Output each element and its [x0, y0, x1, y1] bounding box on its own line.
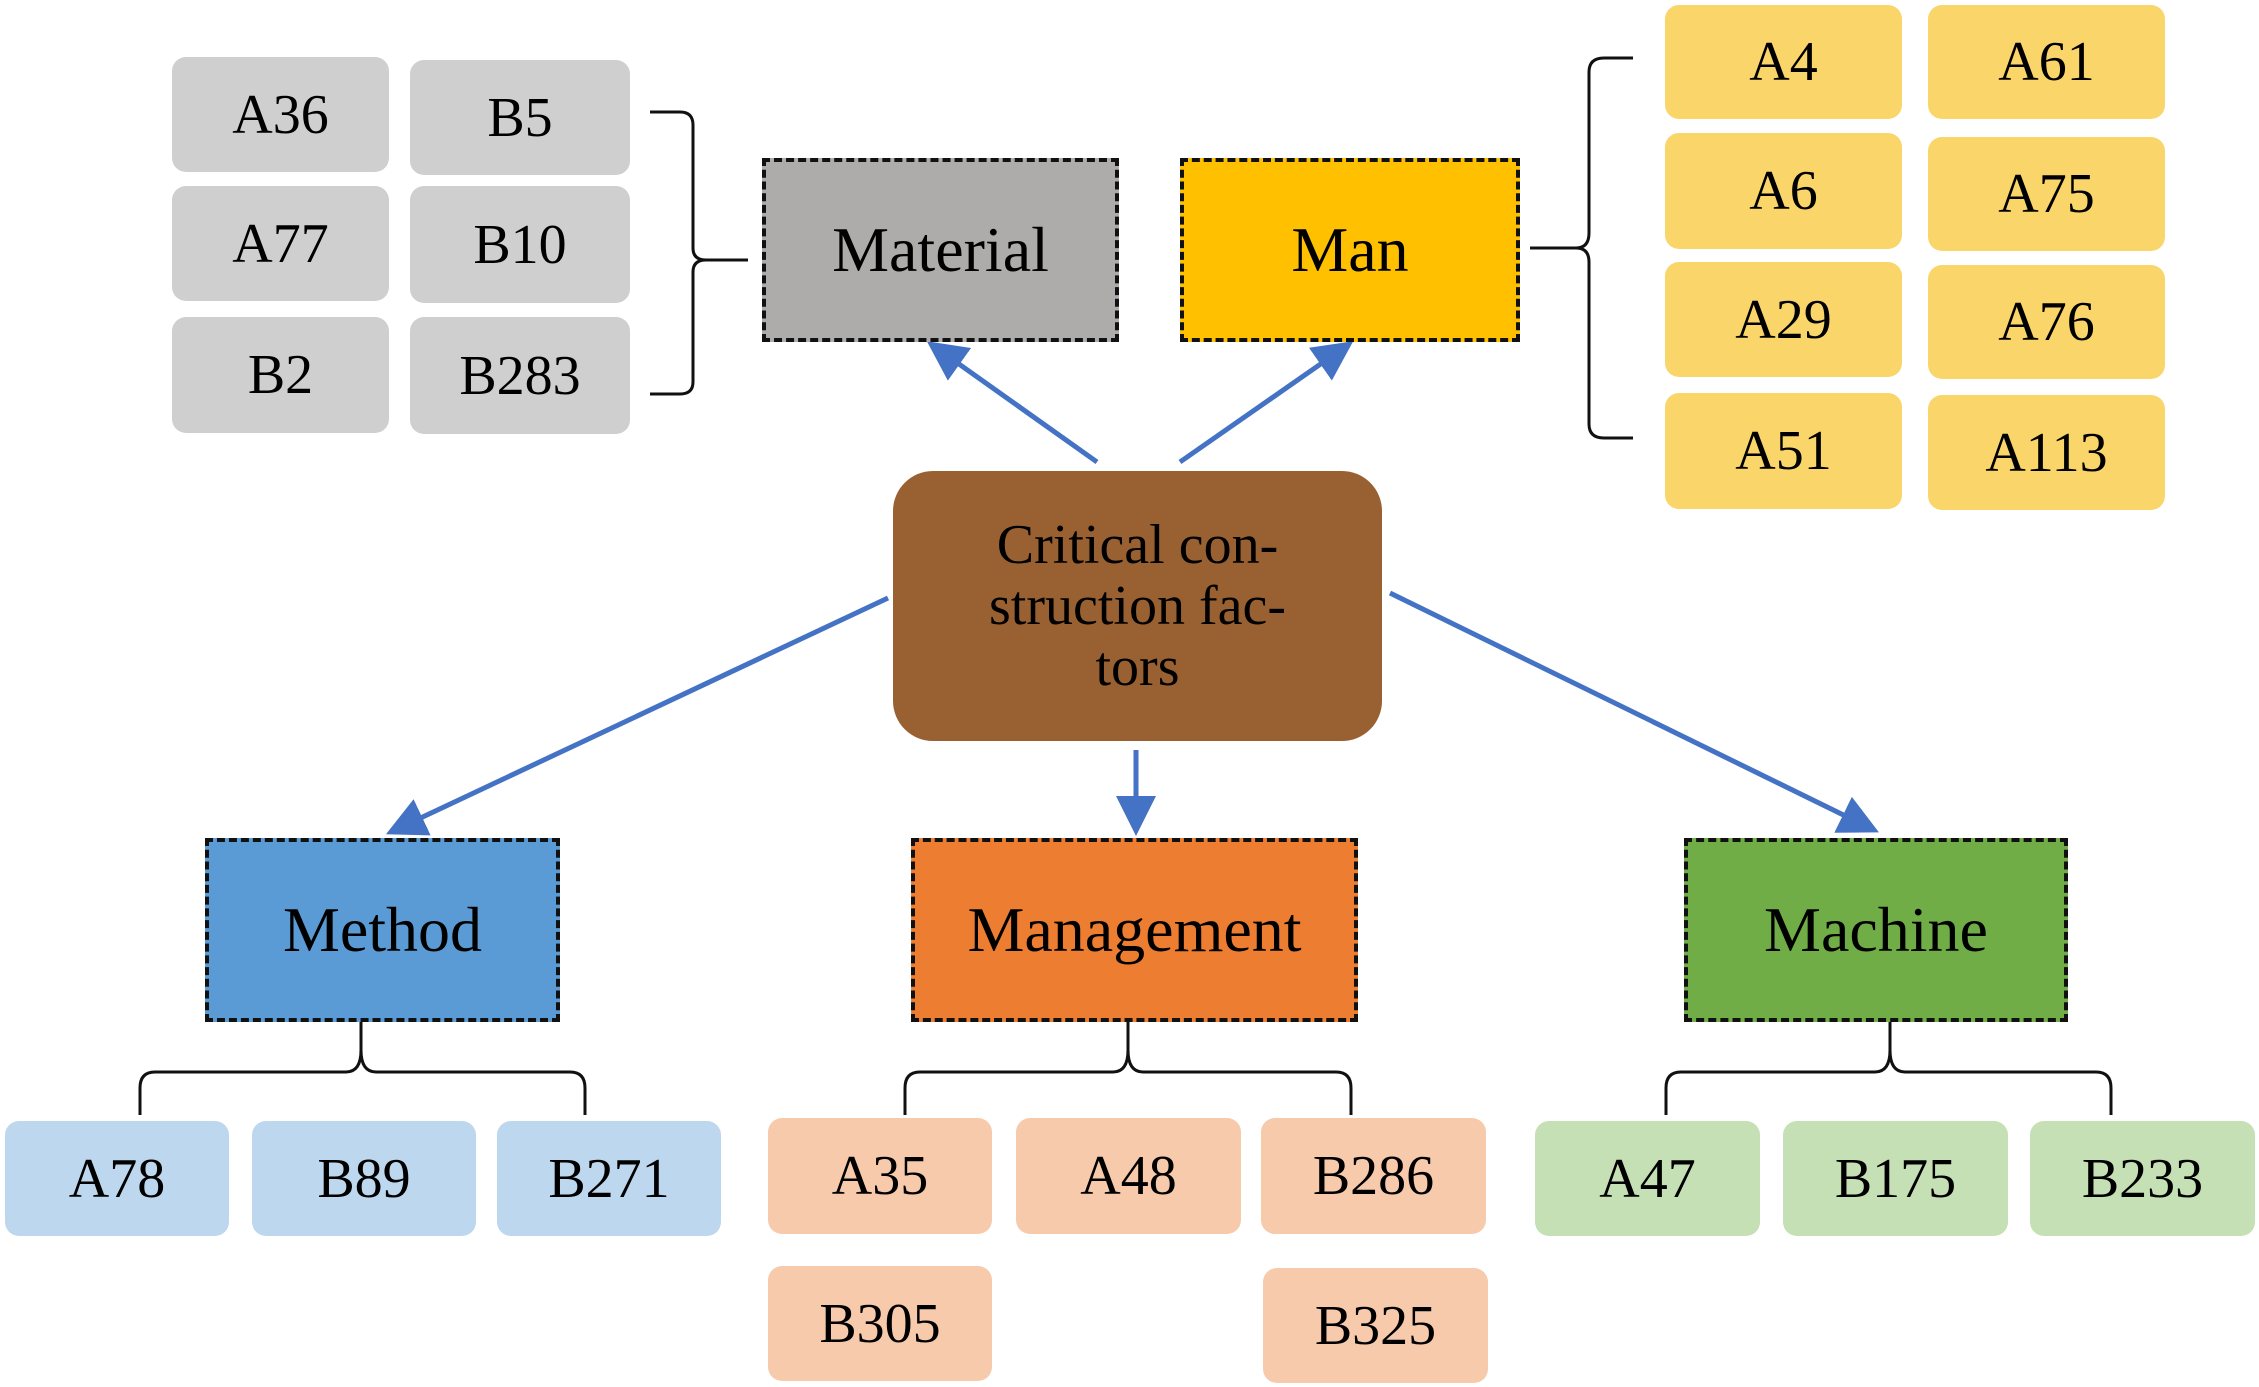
method-bracket: [138, 1022, 587, 1115]
category-machine-label: Machine: [1764, 894, 1988, 965]
category-man-label: Man: [1291, 214, 1409, 285]
material-item: A77: [172, 186, 389, 301]
arrow-to-material: [926, 341, 1099, 465]
material-item: B5: [410, 60, 630, 175]
material-bracket: [650, 110, 748, 396]
arrow-to-machine: [1388, 590, 1879, 833]
center-line-1: Critical con-: [996, 513, 1279, 576]
category-management: Management: [911, 838, 1358, 1022]
method-item: A78: [5, 1121, 229, 1236]
management-item: B305: [768, 1266, 992, 1381]
management-item: A35: [768, 1118, 992, 1234]
man-item: A76: [1928, 265, 2165, 379]
category-man: Man: [1180, 158, 1520, 342]
center-line-3: tors: [1095, 635, 1180, 698]
management-item: B325: [1263, 1268, 1488, 1383]
man-item: A61: [1928, 5, 2165, 119]
machine-bracket: [1664, 1022, 2113, 1115]
machine-item: B175: [1783, 1121, 2008, 1236]
category-method: Method: [205, 838, 560, 1022]
management-item: A48: [1016, 1118, 1241, 1234]
category-machine: Machine: [1684, 838, 2068, 1022]
man-item: A4: [1665, 5, 1902, 119]
category-material: Material: [762, 158, 1119, 342]
category-method-label: Method: [282, 894, 483, 965]
center-line-2: struction fac-: [989, 574, 1286, 637]
management-bracket: [903, 1022, 1353, 1115]
man-item: A51: [1665, 393, 1902, 509]
man-bracket: [1530, 56, 1633, 440]
man-item: A6: [1665, 133, 1902, 249]
material-item: A36: [172, 57, 389, 172]
category-material-label: Material: [832, 214, 1049, 285]
arrow-to-method: [385, 595, 890, 836]
management-item: B286: [1261, 1118, 1486, 1234]
machine-item: B233: [2030, 1121, 2255, 1236]
material-item: B283: [410, 317, 630, 434]
category-management-label: Management: [967, 894, 1302, 965]
machine-item: A47: [1535, 1121, 1760, 1236]
center-node-critical-construction-factors: Critical con- struction fac- tors: [893, 471, 1382, 741]
man-item: A29: [1665, 262, 1902, 377]
material-item: B10: [410, 186, 630, 303]
arrow-to-man: [1178, 341, 1354, 465]
method-item: B89: [252, 1121, 476, 1236]
method-item: B271: [497, 1121, 721, 1236]
man-item: A113: [1928, 395, 2165, 510]
material-item: B2: [172, 317, 389, 433]
man-item: A75: [1928, 137, 2165, 251]
